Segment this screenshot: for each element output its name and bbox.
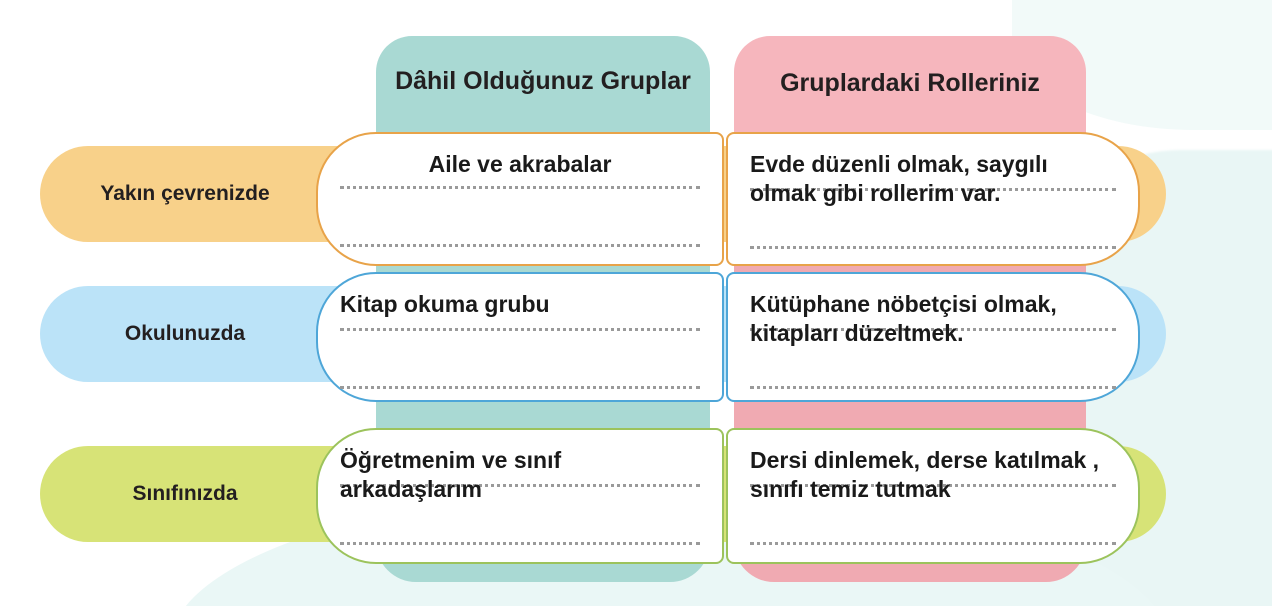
answer-text-roles-row1: Evde düzenli olmak, saygılı olmak gibi r… xyxy=(750,151,1048,207)
column-header-roles: Gruplardaki Rolleriniz xyxy=(734,36,1086,132)
rule-line xyxy=(340,386,700,389)
rule-line xyxy=(340,186,700,189)
answer-text-groups-row3: Öğretmenim ve sınıf arkadaşlarım xyxy=(340,447,562,503)
answer-card-roles-row3[interactable]: Dersi dinlemek, derse katılmak , sınıfı … xyxy=(726,428,1140,564)
answer-text-groups-row1: Aile ve akrabalar xyxy=(428,151,612,177)
answer-text-roles-row3: Dersi dinlemek, derse katılmak , sınıfı … xyxy=(750,447,1100,503)
answer-card-groups-row2[interactable]: Kitap okuma grubu xyxy=(316,272,724,402)
rule-line xyxy=(750,542,1116,545)
rule-line xyxy=(340,542,700,545)
rule-line xyxy=(750,386,1116,389)
column-header-groups: Dâhil Olduğunuz Gruplar xyxy=(376,36,710,132)
answer-card-roles-row1[interactable]: Evde düzenli olmak, saygılı olmak gibi r… xyxy=(726,132,1140,266)
answer-card-roles-row2[interactable]: Kütüphane nöbetçisi olmak, kitapları düz… xyxy=(726,272,1140,402)
rule-line xyxy=(750,246,1116,249)
answer-text-groups-row2: Kitap okuma grubu xyxy=(340,291,550,317)
answer-card-groups-row1[interactable]: Aile ve akrabalar xyxy=(316,132,724,266)
rule-line xyxy=(340,328,700,331)
rule-line xyxy=(340,244,700,247)
answer-card-groups-row3[interactable]: Öğretmenim ve sınıf arkadaşlarım xyxy=(316,428,724,564)
answer-text-roles-row2: Kütüphane nöbetçisi olmak, kitapları düz… xyxy=(750,291,1057,347)
